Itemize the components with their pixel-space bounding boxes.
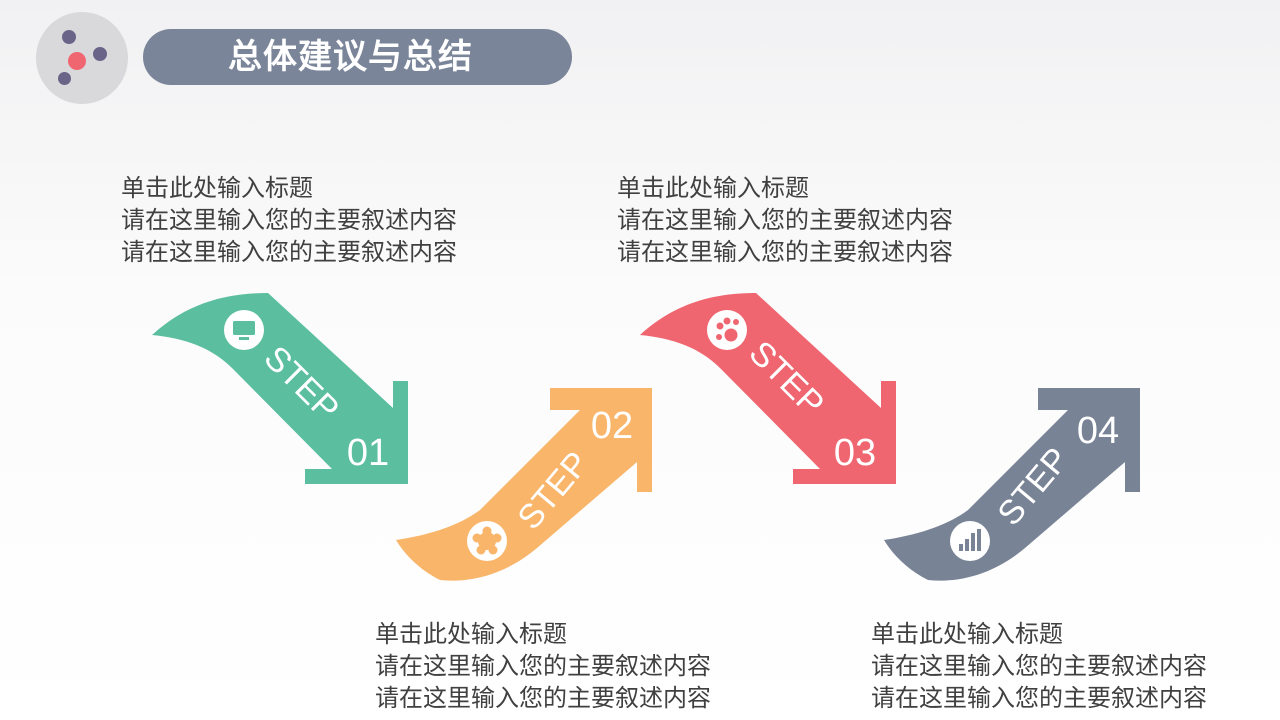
page-title: 总体建议与总结	[228, 37, 473, 77]
step-3-text: 单击此处输入标题 请在这里输入您的主要叙述内容 请在这里输入您的主要叙述内容	[617, 172, 953, 268]
step-2-text: 单击此处输入标题 请在这里输入您的主要叙述内容 请在这里输入您的主要叙述内容	[375, 618, 711, 714]
step-3-arrow: STEP 03	[640, 293, 896, 484]
logo-molecule-icon	[36, 12, 128, 104]
step-4-line-2: 请在这里输入您的主要叙述内容	[871, 684, 1207, 712]
step-1-line-1: 请在这里输入您的主要叙述内容	[121, 206, 457, 234]
step-2-heading: 单击此处输入标题	[375, 620, 567, 648]
step-4-line-1: 请在这里输入您的主要叙述内容	[871, 652, 1207, 680]
logo-dot-right	[93, 47, 107, 61]
bar-chart-icon	[950, 521, 990, 561]
step-4-number: 04	[1077, 410, 1119, 452]
logo-dot-center	[68, 52, 86, 70]
step-1-arrow-shape	[152, 293, 408, 484]
step-2-line-2: 请在这里输入您的主要叙述内容	[375, 684, 711, 712]
step-1-heading: 单击此处输入标题	[121, 174, 313, 202]
monitor-icon	[224, 310, 264, 350]
step-1-number: 01	[347, 432, 389, 474]
flower-icon	[467, 521, 507, 561]
step-1-line-2: 请在这里输入您的主要叙述内容	[121, 238, 457, 266]
step-1-text: 单击此处输入标题 请在这里输入您的主要叙述内容 请在这里输入您的主要叙述内容	[121, 172, 457, 268]
step-3-line-1: 请在这里输入您的主要叙述内容	[617, 206, 953, 234]
step-3-line-2: 请在这里输入您的主要叙述内容	[617, 238, 953, 266]
step-4-text: 单击此处输入标题 请在这里输入您的主要叙述内容 请在这里输入您的主要叙述内容	[871, 618, 1207, 714]
step-3-heading: 单击此处输入标题	[617, 174, 809, 202]
step-2-number: 02	[591, 405, 633, 447]
step-4-arrow: STEP 04	[884, 388, 1140, 581]
title-banner: 总体建议与总结	[143, 29, 572, 85]
step-2-arrow: STEP 02	[396, 388, 652, 581]
logo-dot-top	[62, 30, 76, 44]
step-4-heading: 单击此处输入标题	[871, 620, 1063, 648]
step-2-line-1: 请在这里输入您的主要叙述内容	[375, 652, 711, 680]
step-4-arrow-shape	[884, 388, 1140, 581]
step-2-arrow-shape	[396, 388, 652, 581]
step-1-arrow: STEP 01	[152, 293, 408, 484]
step-3-arrow-shape	[640, 293, 896, 484]
paw-icon	[707, 310, 747, 350]
logo-dot-bottom	[58, 72, 71, 85]
step-3-number: 03	[834, 432, 876, 474]
